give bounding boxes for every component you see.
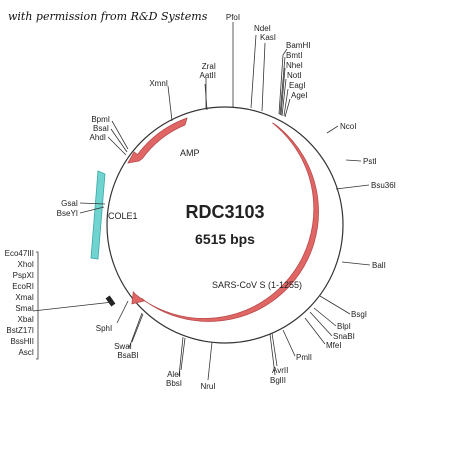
site-label-bpml: BpmI (91, 115, 110, 124)
site-label-eagl: EagI (289, 81, 305, 90)
site-label-bamhl: BamHI (286, 41, 310, 50)
cole1-label: COLE1 (108, 211, 138, 221)
site-label-pstl: PstI (363, 157, 377, 166)
site-label-kasl: KasI (260, 33, 276, 42)
insert-label: SARS-CoV S (1-1255) (212, 280, 302, 290)
site-label-pmll: PmlI (296, 353, 312, 362)
amp-arc (127, 117, 188, 164)
cole1-arc (90, 170, 106, 260)
backbone-circle (106, 106, 344, 344)
site-label-notl: NotI (287, 71, 302, 80)
site-label-zral: ZraI (202, 62, 216, 71)
site-label-sphl: SphI (96, 324, 112, 333)
site-label-ecorl: EcoRI (12, 282, 34, 291)
plasmid-size: 6515 bps (195, 231, 255, 247)
permission-caption: with permission from R&D Systems (8, 10, 208, 23)
site-label-pspxl: PspXI (13, 271, 34, 280)
mcs-marker (105, 295, 116, 307)
site-label-mfel: MfeI (326, 341, 342, 350)
site-label-agel: AgeI (291, 91, 307, 100)
site-label-bmtl: BmtI (286, 51, 302, 60)
site-label-smal: SmaI (15, 304, 34, 313)
sars-cov-s-insert-arc (131, 122, 319, 322)
site-label-nhel: NheI (286, 61, 303, 70)
site-label-blpl: BlpI (337, 322, 351, 331)
site-label-swal: SwaI (114, 342, 132, 351)
site-labels: PfoI NdeI KasI BamHI BmtI NheI NotI EagI… (5, 13, 396, 391)
site-label-alel: AleI (167, 370, 181, 379)
site-label-ncol: NcoI (340, 122, 356, 131)
site-label-ndel: NdeI (254, 24, 271, 33)
amp-label: AMP (180, 148, 200, 158)
site-label-ball: BalI (372, 261, 386, 270)
site-label-xbal: XbaI (18, 315, 34, 324)
plasmid-name: RDC3103 (185, 202, 264, 222)
site-label-bsshll: BssHII (10, 337, 34, 346)
site-label-ascl: AscI (18, 348, 34, 357)
site-label-xhol: XhoI (18, 260, 34, 269)
site-ticks (32, 22, 371, 381)
site-label-eco47lll: Eco47III (5, 249, 34, 258)
site-label-bbsl: BbsI (166, 379, 182, 388)
site-label-xmnl: XmnI (149, 79, 168, 88)
site-label-avrll: AvrII (272, 366, 288, 375)
mcs-bracket (36, 251, 39, 360)
site-label-pfol: PfoI (226, 13, 240, 22)
site-label-ahdl: AhdI (90, 133, 106, 142)
site-label-aatll: AatII (200, 71, 216, 80)
site-label-bstz17l: BstZ17I (6, 326, 34, 335)
site-label-bsabl: BsaBI (117, 351, 138, 360)
site-label-nrul: NruI (200, 382, 215, 391)
site-label-xmal: XmaI (15, 293, 34, 302)
site-label-snabl: SnaBI (333, 332, 355, 341)
site-label-bglll: BglII (270, 376, 286, 385)
site-label-bseyl: BseYI (57, 209, 78, 218)
site-label-bsgl: BsgI (351, 310, 367, 319)
site-label-bsal: BsaI (93, 124, 109, 133)
site-label-gsal: GsaI (61, 199, 78, 208)
site-label-bsu36l: Bsu36I (371, 181, 396, 190)
